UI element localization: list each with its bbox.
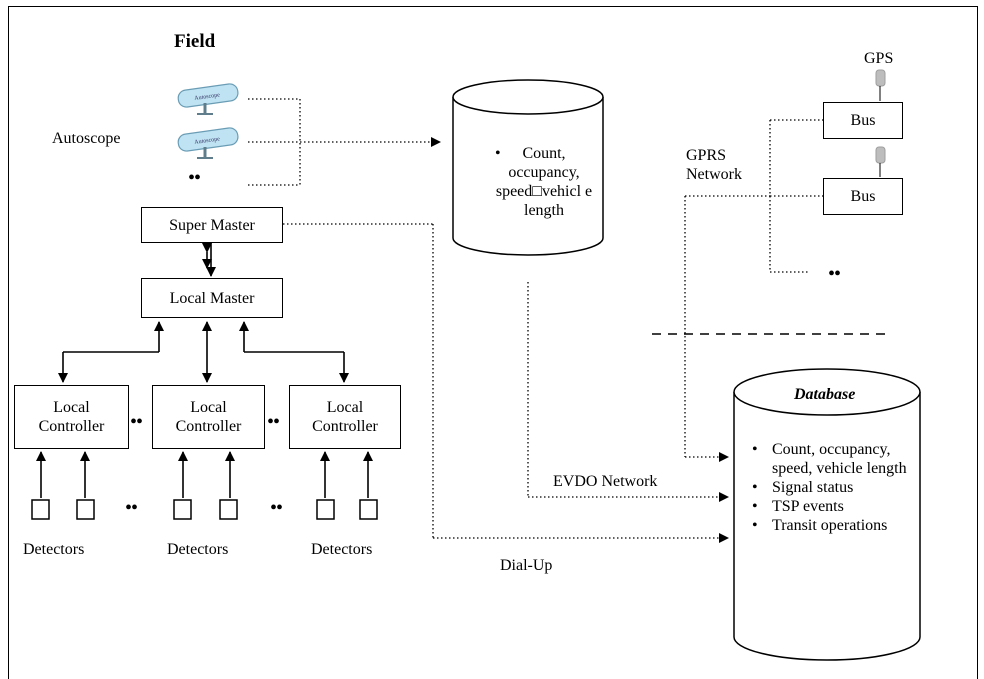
database-title: Database (794, 386, 856, 403)
diagram-frame (8, 6, 978, 679)
bus-ellipsis: •• (828, 263, 841, 285)
super-master-box[interactable]: Super Master (141, 207, 283, 243)
field-title: Field (174, 31, 216, 52)
autoscope-links (248, 98, 441, 186)
bus-box[interactable]: Bus (823, 102, 903, 139)
detectors-label: Detectors (167, 541, 229, 558)
master-link (202, 234, 216, 277)
gprs-links (684, 119, 823, 462)
db1-field-item: Count, occupancy, speed□vehicl e length (493, 144, 595, 220)
dialup-link (283, 223, 729, 543)
bus-label: Bus (850, 188, 876, 205)
evdo-network-label: EVDO Network (553, 473, 658, 490)
controller-ellipsis: •• (130, 411, 143, 433)
svg-text:Autoscope: Autoscope (194, 136, 221, 146)
super-master-label: Super Master (169, 216, 255, 234)
detector-links (36, 451, 373, 498)
detectors-label: Detectors (311, 541, 373, 558)
detector-ellipsis: •• (125, 497, 138, 519)
svg-text:Autoscope: Autoscope (194, 92, 221, 102)
local-controller-box[interactable]: Local Controller (14, 385, 129, 449)
gps-label: GPS (864, 50, 894, 67)
detector-squares (31, 499, 378, 520)
controller-label: Local Controller (175, 399, 242, 435)
autoscope-ellipsis: •• (188, 167, 201, 189)
autoscope-camera-icon: Autoscope (177, 83, 239, 115)
database-fields-list: Count, occupancy, speed, vehicle length … (750, 440, 910, 535)
detector-ellipsis: •• (270, 497, 283, 519)
database-field-item: Transit operations (750, 516, 910, 535)
bus-label: Bus (850, 112, 876, 129)
gprs-network-label: GPRS Network (686, 147, 742, 183)
controller-links (58, 321, 349, 383)
controller-label: Local Controller (312, 399, 378, 435)
database-field-item: Count, occupancy, speed, vehicle length (750, 440, 910, 478)
autoscope-camera-icon: Autoscope (177, 127, 239, 159)
dialup-label: Dial-Up (500, 557, 553, 574)
local-master-label: Local Master (169, 289, 255, 307)
controller-ellipsis: •• (267, 411, 280, 433)
controller-label: Local Controller (38, 399, 105, 435)
detectors-label: Detectors (23, 541, 85, 558)
gps-antenna-icon (875, 146, 886, 177)
local-controller-box[interactable]: Local Controller (289, 385, 401, 449)
local-master-box[interactable]: Local Master (141, 278, 283, 318)
autoscope-label: Autoscope (52, 130, 121, 147)
database-field-item: Signal status (750, 478, 910, 497)
bus-box[interactable]: Bus (823, 178, 903, 215)
gps-antenna-icon (875, 69, 886, 101)
local-controller-box[interactable]: Local Controller (152, 385, 265, 449)
database-field-item: TSP events (750, 497, 910, 516)
evdo-link (527, 282, 729, 502)
db1-fields-list: Count, occupancy, speed□vehicl e length (493, 144, 595, 220)
